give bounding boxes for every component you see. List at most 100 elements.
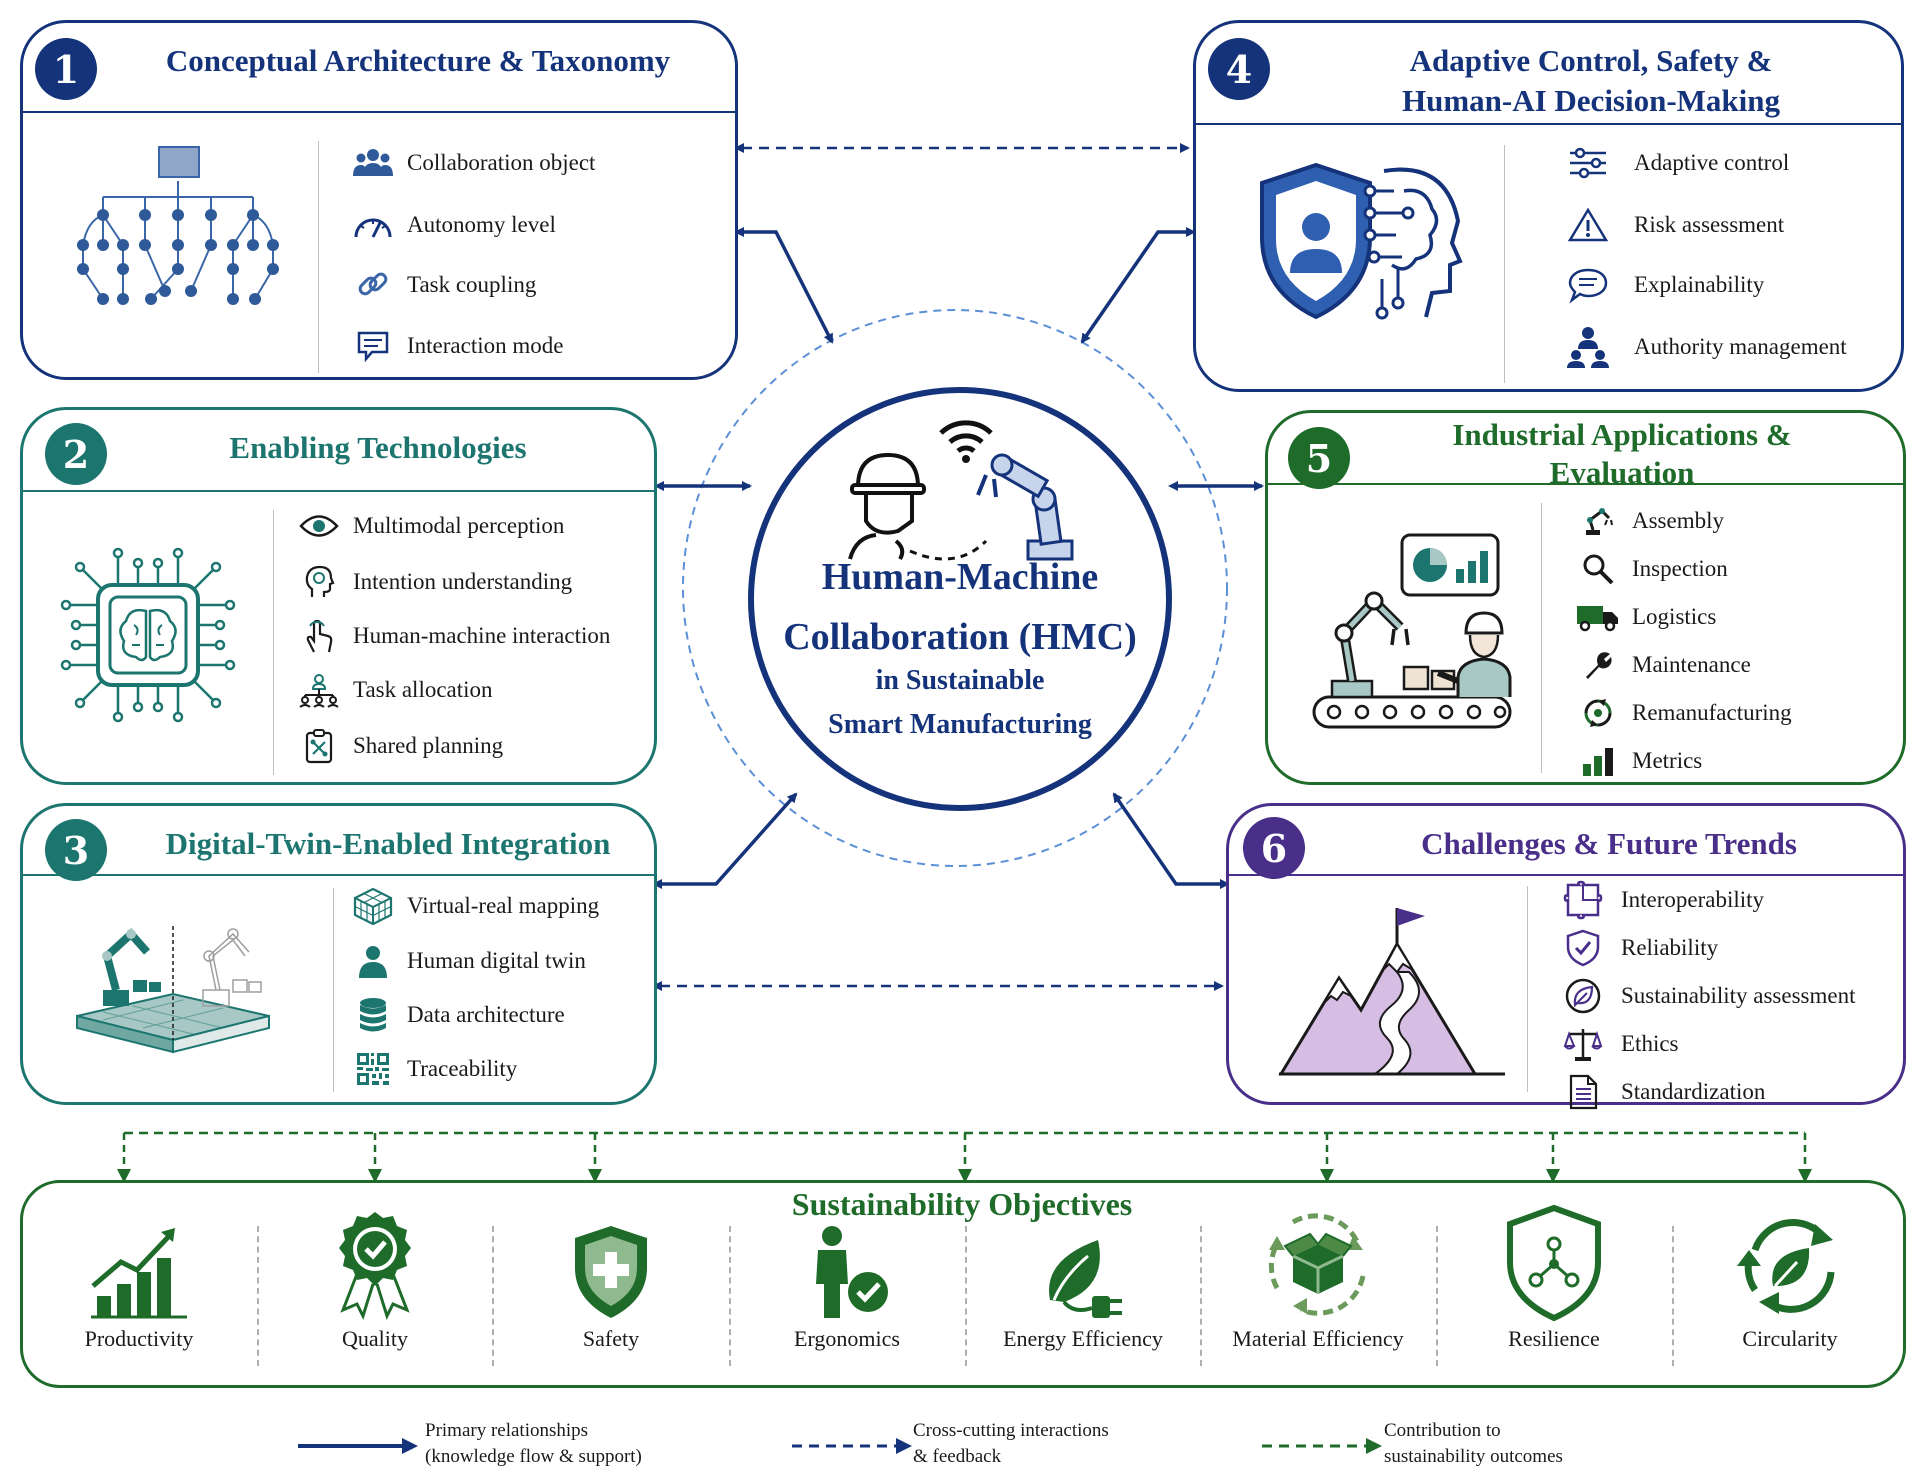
list-item: Interoperability: [1563, 880, 1764, 920]
panel-separator: [1504, 145, 1505, 383]
sustainability-drops: [117, 1133, 1812, 1183]
document-icon: [1563, 1072, 1603, 1112]
objective-label: Ergonomics: [794, 1326, 900, 1351]
item-label: Traceability: [407, 1056, 518, 1081]
objective-label: Safety: [582, 1326, 640, 1351]
chat-icon: [353, 326, 393, 366]
list-item: Autonomy level: [353, 205, 556, 245]
list-item: Maintenance: [1578, 645, 1751, 685]
bar-chart-icon: [1578, 741, 1618, 781]
primary-arrow-6: [1112, 792, 1230, 889]
link-icon: [353, 265, 393, 305]
panel-number-badge: 1: [35, 38, 97, 100]
panel-divider: [23, 874, 654, 876]
center-hub: Human-Machine Collaboration (HMC) in Sus…: [748, 387, 1172, 811]
item-label: Maintenance: [1632, 652, 1751, 677]
objective-divider: [1672, 1226, 1674, 1366]
primary-arrow-1: [734, 227, 834, 344]
panel-title: Conceptual Architecture & Taxonomy: [165, 43, 671, 78]
magnifier-icon: [1578, 549, 1618, 589]
list-item: Shared planning: [299, 726, 503, 766]
objective-safety: Safety: [496, 1200, 726, 1352]
cube-grid-icon: [353, 886, 393, 926]
users-hierarchy-icon: [1567, 327, 1609, 368]
warning-icon: [1567, 205, 1609, 245]
award-badge-icon: [339, 1212, 411, 1320]
item-label: Task coupling: [407, 272, 537, 297]
panel-number-badge: 4: [1208, 38, 1270, 100]
panel-divider: [23, 111, 735, 113]
panel-title: Enabling Technologies: [229, 430, 527, 465]
person-check-icon: [816, 1226, 888, 1318]
objective-ergonomics: Ergonomics: [732, 1200, 962, 1352]
mountain-flag-icon: [1278, 908, 1505, 1076]
sustainability-title: Sustainability Objectives: [791, 1186, 1133, 1222]
panel-divider: [1196, 123, 1901, 125]
wifi-icon: [939, 420, 993, 463]
legend-label-line2: (knowledge flow & support): [425, 1446, 642, 1467]
objective-label: Productivity: [84, 1326, 194, 1351]
list-item: Human-machine interaction: [299, 616, 610, 656]
objective-divider: [1200, 1226, 1202, 1366]
item-label: Standardization: [1621, 1079, 1766, 1104]
item-label: Remanufacturing: [1632, 700, 1792, 725]
objective-resilience: Resilience: [1439, 1200, 1669, 1352]
list-item: Assembly: [1578, 501, 1724, 541]
objective-divider: [492, 1226, 494, 1366]
item-label: Inspection: [1632, 556, 1728, 581]
item-label: Autonomy level: [407, 212, 556, 237]
robot-arm-icon: [1578, 501, 1618, 541]
panel-number-badge: 2: [45, 423, 107, 485]
panel-title-line2: Human-AI Decision-Making: [1401, 83, 1781, 118]
shield-network-icon: [1507, 1204, 1601, 1322]
recycle-gear-icon: [1578, 693, 1618, 733]
gauge-icon: [353, 205, 393, 245]
hierarchy-tree-icon: [77, 146, 279, 305]
list-item: Risk assessment: [1567, 205, 1785, 245]
database-icon: [353, 995, 393, 1035]
wrench-icon: [1578, 645, 1618, 685]
digital-twin-robot-icon: [76, 926, 270, 1054]
panel-divider: [23, 490, 654, 492]
objective-label: Quality: [342, 1326, 408, 1351]
panel-separator: [273, 510, 274, 775]
clipboard-icon: [299, 726, 339, 766]
item-label: Shared planning: [353, 733, 504, 758]
item-label: Risk assessment: [1634, 212, 1785, 237]
box-cycle-icon: [1268, 1213, 1366, 1316]
item-label: Task allocation: [353, 677, 493, 702]
objective-energy-efficiency: Energy Efficiency: [968, 1200, 1198, 1352]
objective-divider: [965, 1226, 967, 1366]
list-item: Metrics: [1578, 741, 1702, 781]
legend-label-line2: & feedback: [913, 1446, 1002, 1467]
leaf-plug-icon: [1049, 1240, 1122, 1318]
head-icon: [299, 562, 339, 602]
list-item: Adaptive control: [1568, 143, 1789, 183]
legend-sustainability: Contribution to sustainability outcomes: [1384, 1418, 1563, 1470]
primary-arrow-4: [1080, 227, 1196, 344]
panel-title: Challenges & Future Trends: [1421, 826, 1797, 861]
item-label: Assembly: [1632, 508, 1724, 533]
people-group-icon: [353, 143, 393, 183]
objective-material-efficiency: Material Efficiency: [1203, 1200, 1433, 1352]
shield-check-icon: [1563, 928, 1603, 968]
panel-separator: [333, 888, 334, 1092]
list-item: Ethics: [1563, 1024, 1679, 1064]
panel-title-line2: Evaluation: [1549, 455, 1695, 490]
item-label: Collaboration object: [407, 150, 596, 175]
primary-arrow-3: [652, 792, 798, 889]
hierarchy-icon: [299, 670, 339, 710]
leaf-circle-icon: [1563, 976, 1603, 1016]
item-label: Interoperability: [1621, 887, 1765, 912]
item-label: Metrics: [1632, 748, 1703, 773]
panel-enabling-technologies: 2 Enabling Technologies Multimodal perce…: [20, 407, 657, 785]
panel-adaptive-control: 4 Adaptive Control, Safety & Human-AI De…: [1193, 20, 1904, 392]
panel-conceptual-architecture: 1 Conceptual Architecture & Taxonomy Col…: [20, 20, 738, 380]
panel-digital-twin: 3 Digital-Twin-Enabled Integration Virtu…: [20, 803, 657, 1105]
panel-separator: [318, 141, 319, 373]
hand-touch-icon: [299, 616, 339, 656]
legend-primary: Primary relationships (knowledge flow & …: [425, 1418, 642, 1470]
center-title-line1: Human-Machine: [821, 556, 1099, 598]
